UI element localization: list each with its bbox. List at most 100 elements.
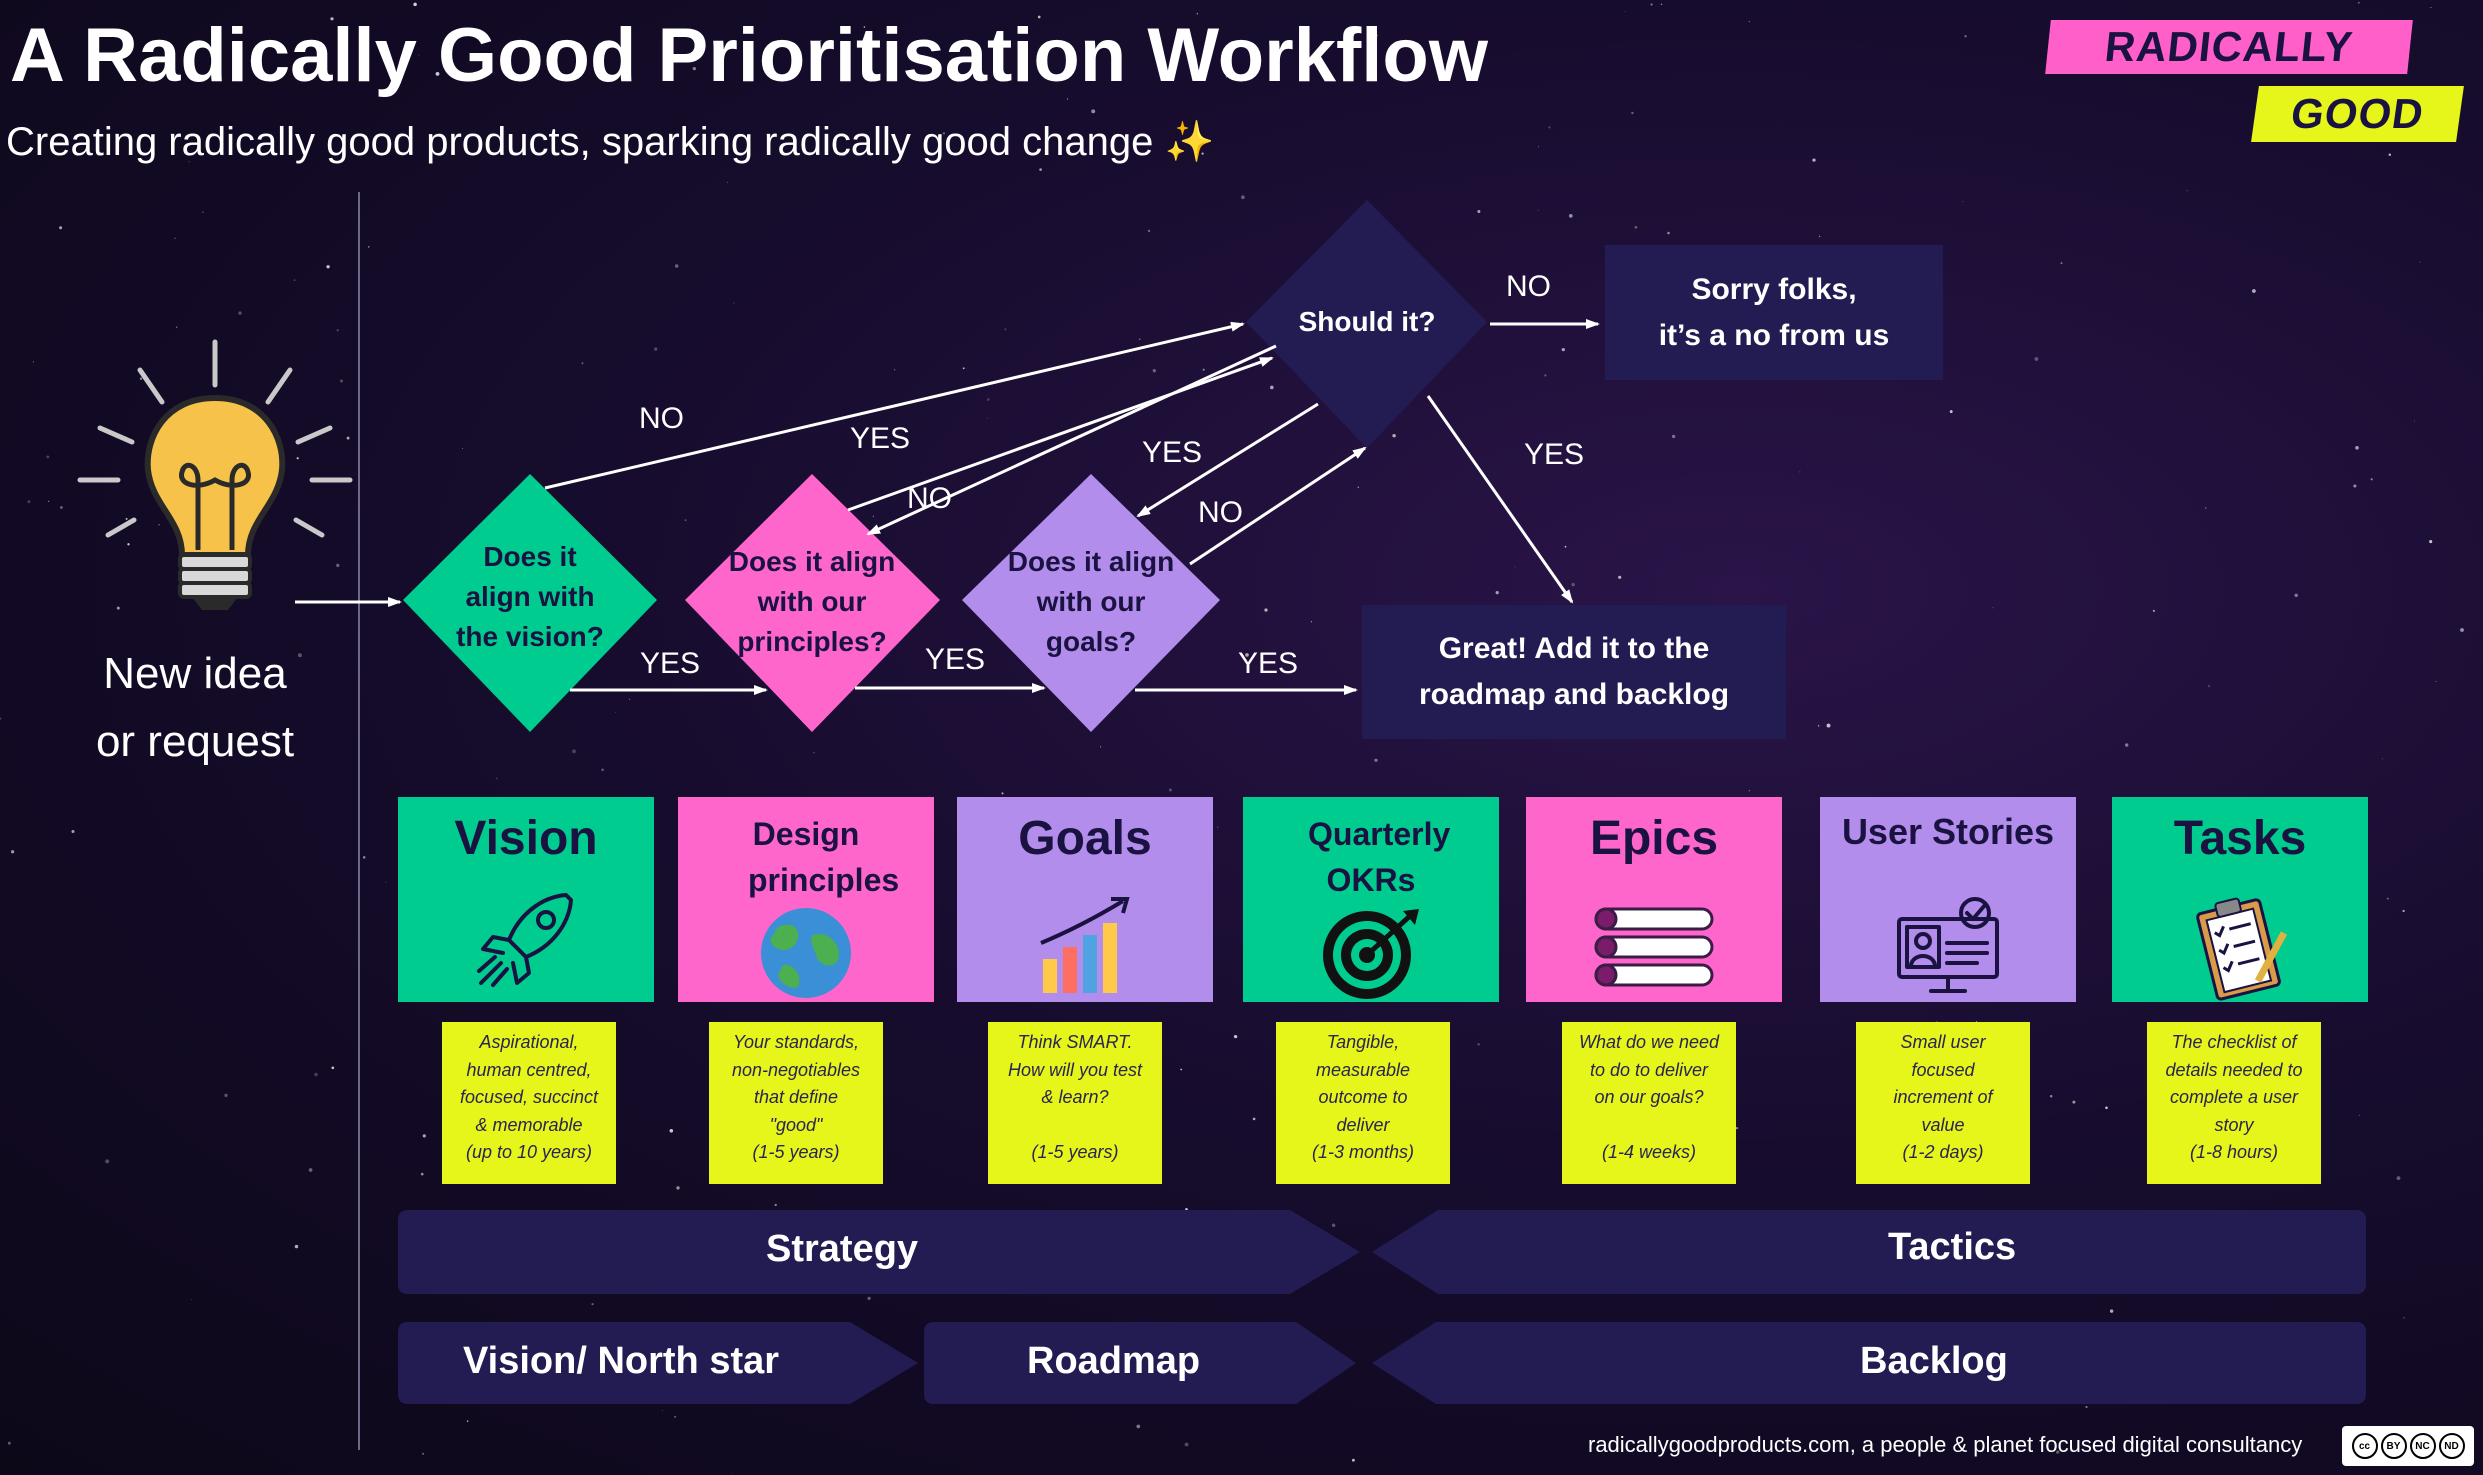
star (1561, 347, 1565, 352)
star (1004, 328, 1007, 331)
backlog-label: Backlog (1860, 1340, 2008, 1382)
star (1537, 146, 1540, 148)
star (2357, 1, 2360, 4)
star (367, 246, 370, 248)
star (1241, 195, 1245, 200)
footer-text: radicallygoodproducts.com, a people & pl… (1588, 1432, 2303, 1457)
star (59, 226, 63, 230)
tactics-label: Tactics (1888, 1226, 2017, 1268)
star (413, 2, 417, 7)
star (1331, 1223, 1336, 1228)
star (125, 517, 128, 520)
page-subtitle: Creating radically good products, sparki… (6, 120, 1215, 164)
star (362, 856, 366, 859)
star (1099, 746, 1102, 748)
star (105, 1159, 110, 1164)
decision-should-diamond (1246, 200, 1487, 448)
card-goals: Goals (957, 797, 1213, 1002)
arrow-should-yes-principles (866, 344, 1277, 536)
page-title: A Radically Good Prioritisation Workflow (10, 13, 1488, 98)
star (2460, 628, 2464, 632)
star (2056, 1450, 2060, 1454)
star (1037, 15, 1041, 19)
star (1818, 235, 1821, 237)
star (1233, 1034, 1238, 1039)
star (2072, 1100, 2076, 1104)
star (2060, 262, 2063, 265)
star (418, 54, 420, 56)
star (1184, 1442, 1189, 1447)
star (1660, 3, 1663, 6)
label-yes-should: YES (1524, 438, 1585, 471)
target-icon (1323, 909, 1419, 999)
star (1374, 758, 1378, 762)
star (1217, 826, 1219, 828)
star (2152, 609, 2155, 612)
card-title: Epics (1589, 812, 1719, 865)
star (863, 26, 866, 28)
star (730, 1472, 732, 1474)
rocket-icon (477, 893, 573, 987)
star (942, 132, 946, 135)
card-title: Design principles (748, 816, 900, 898)
star (2252, 289, 2256, 293)
star (1537, 209, 1539, 211)
card-title: User Stories (1841, 811, 2055, 852)
star (2353, 484, 2357, 488)
star (2413, 420, 2415, 422)
star (1634, 225, 1638, 229)
star (1748, 790, 1750, 792)
star (1544, 374, 1547, 377)
star (1269, 385, 1274, 390)
card-title: Vision (454, 812, 598, 865)
star (842, 153, 846, 156)
star (674, 264, 679, 268)
label-yes-principles-back: YES (850, 422, 911, 455)
star (466, 1420, 469, 1422)
star (2435, 680, 2437, 682)
star (188, 160, 190, 163)
star (32, 361, 35, 363)
lightbulb-icon (77, 339, 353, 610)
star (733, 302, 735, 304)
star (1571, 582, 1575, 587)
star (296, 457, 299, 460)
license-nd: ND (2438, 1433, 2465, 1459)
star (238, 311, 242, 315)
star (2396, 1176, 2401, 1180)
star (1357, 486, 1359, 488)
user-profile-icon (1897, 897, 1999, 993)
star (629, 698, 631, 700)
divider-line (358, 192, 360, 1450)
star (572, 749, 576, 754)
star (127, 543, 130, 546)
star (116, 606, 120, 610)
star (2085, 1405, 2088, 1409)
label-yes-goals-back: YES (1142, 436, 1203, 469)
star (1185, 1207, 1188, 1211)
star (1812, 158, 1816, 162)
star (336, 329, 339, 332)
star (1564, 545, 1567, 548)
star (10, 850, 15, 854)
star (1624, 10, 1626, 12)
star (1310, 621, 1312, 623)
star (1748, 20, 1750, 23)
star (581, 362, 584, 365)
star (340, 379, 343, 383)
star (346, 436, 350, 440)
star (692, 66, 696, 71)
star (224, 1093, 228, 1097)
star (2105, 1106, 2108, 1110)
tactics-band (1372, 1210, 2366, 1294)
star (1477, 1042, 1480, 1046)
growth-chart-icon (1040, 897, 1130, 993)
vision-north-star-label: Vision/ North star (463, 1340, 780, 1382)
star (46, 455, 50, 459)
